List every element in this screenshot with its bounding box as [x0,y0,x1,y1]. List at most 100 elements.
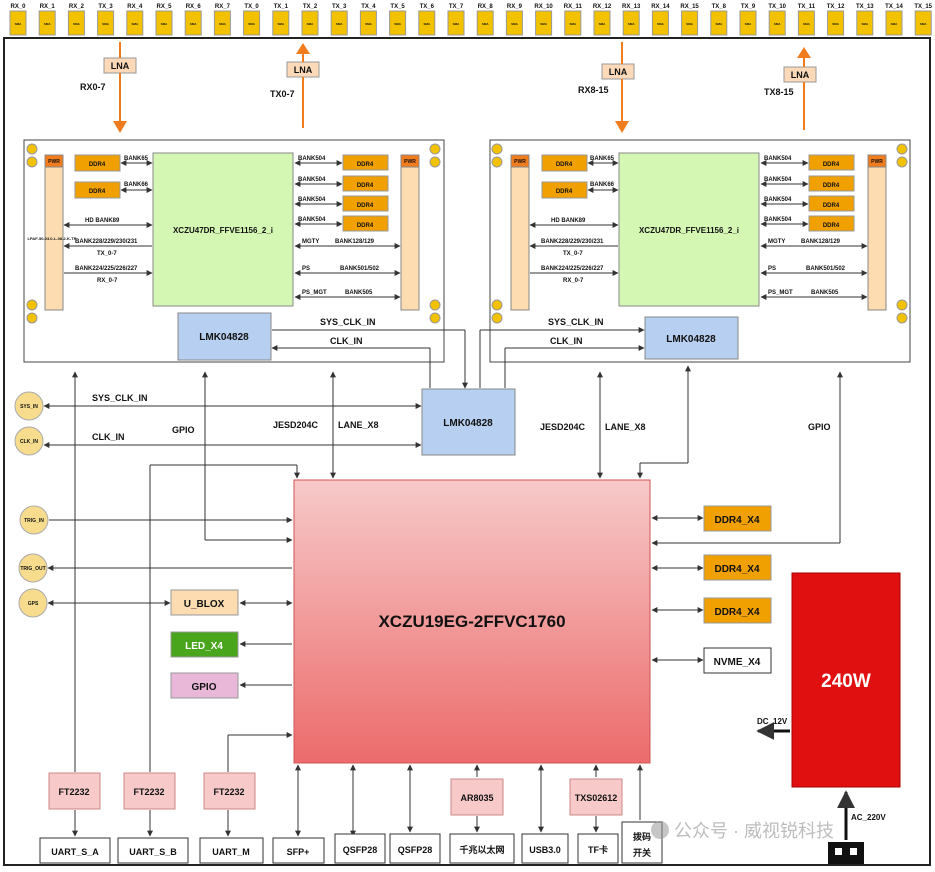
sys-in-connector: SYS_IN [14,391,44,421]
ddr4-x4-2: DDR4_X4 [703,554,772,581]
ddr4-label: DDR4 [823,203,840,209]
ps-mgt-label: PS_MGT [302,290,327,296]
svg-text:UART_S_A: UART_S_A [51,847,99,857]
sma-port-label: TX_4 [361,4,376,10]
bank504-label: BANK504 [764,156,792,162]
sma-text: SMA [891,22,899,26]
sma-text: SMA [540,22,548,26]
svg-text:USB3.0: USB3.0 [529,845,561,855]
bank65-label: BANK65 [590,156,615,162]
pwr-label: PWR [514,159,526,165]
right-rf-board: PWR PWR DDR4 DDR4 BANK65 BANK66 XCZU47DR… [489,139,911,363]
sma-port-label: TX_10 [768,4,786,10]
ddr4-x4-3: DDR4_X4 [703,597,772,624]
sma-port-label: TX_0 [244,4,259,10]
lmk-label: LMK04828 [199,332,249,343]
lane-label: LANE_X8 [338,420,379,430]
bank65-label: BANK65 [124,156,149,162]
svg-text:NVME_X4: NVME_X4 [714,657,761,668]
center-lmk: LMK04828 [421,388,516,456]
lna-label: LNA [609,67,628,77]
svg-text:TRIG_OUT: TRIG_OUT [20,566,45,572]
bank228-label: BANK228/229/230/231 [75,239,138,245]
sma-port-label: RX_6 [186,4,202,10]
sma-text: SMA [307,22,315,26]
sma-text: SMA [102,22,110,26]
sma-text: SMA [453,22,461,26]
pwr-label: PWR [48,159,60,165]
lna-rx815: LNA RX8-15 [578,42,635,133]
sma-text: SMA [745,22,753,26]
sma-port-label: RX_9 [507,4,523,10]
qsfp28-port-2: QSFP28 [389,833,441,864]
sma-port-label: RX_4 [127,4,143,10]
ddr4-label: DDR4 [357,162,374,168]
sma-text: SMA [803,22,811,26]
bank505-label: BANK505 [811,290,839,296]
sma-text: SMA [832,22,840,26]
svg-text:千兆以太网: 千兆以太网 [459,844,504,855]
sys-clk-label: SYS_CLK_IN [548,317,604,327]
clk-in-label: CLK_IN [330,336,363,346]
sma-port-label: TX_12 [827,4,845,10]
pwr-label: PWR [871,159,883,165]
sma-text: SMA [423,22,431,26]
sma-text: SMA [190,22,198,26]
sma-text: SMA [15,22,23,26]
bank66-label: BANK66 [590,182,615,188]
jesd-label: JESD204C [273,420,319,430]
sma-text: SMA [219,22,227,26]
gpio-box: GPIO [170,672,239,699]
lna-rx07: LNA RX0-7 [80,42,137,133]
bank224-label: BANK224/225/226/227 [541,266,604,272]
sma-port-label: TX_5 [390,4,405,10]
sfp-port: SFP+ [272,837,325,864]
ddr4-label: DDR4 [823,223,840,229]
sma-port-label: RX_13 [622,4,641,10]
watermark-text: 公众号 · 威视锐科技 [674,821,834,841]
bank504-label: BANK504 [764,177,792,183]
lpaf-label: LPAF-50-03.0-L-08-2-K-TR [27,236,76,241]
ddr4-label: DDR4 [89,189,106,195]
nvme-box: NVME_X4 [703,647,772,674]
sma-port-label: RX_5 [156,4,172,10]
ddr4-label: DDR4 [556,162,573,168]
clk-in-label: CLK_IN [550,336,583,346]
clk-in-connector: CLK_IN [14,426,44,456]
sma-port-label: RX_0 [10,4,26,10]
sma-text: SMA [131,22,139,26]
ddr4-x4-1: DDR4_X4 [703,505,772,532]
main-fpga-label: XCZU19EG-2FFVC1760 [378,612,565,631]
ddr4-label: DDR4 [556,189,573,195]
lane-label: LANE_X8 [605,422,646,432]
tx-label: TX_0-7 [563,251,583,257]
u-blox-box: U_BLOX [170,589,239,616]
hd-bank-label: HD BANK89 [551,218,586,224]
ft2232-a: FT2232 [48,772,101,810]
hd-bank-label: HD BANK89 [85,218,120,224]
rx07-label: RX0-7 [80,82,106,92]
ps-label: PS [302,266,310,272]
sma-port-label: RX_14 [651,4,670,10]
bank128-label: BANK128/129 [335,239,375,245]
bank504-label: BANK504 [764,217,792,223]
sys-clk-label: SYS_CLK_IN [320,317,376,327]
sma-port-label: TX_7 [449,4,464,10]
lna-label: LNA [294,65,313,75]
power-supply: 240W DC_12V AC_220V [756,572,901,864]
ac220-label: AC_220V [851,813,886,822]
sma-text: SMA [511,22,519,26]
rx-label: RX_0-7 [97,278,118,284]
sma-text: SMA [861,22,869,26]
sma-text: SMA [248,22,256,26]
